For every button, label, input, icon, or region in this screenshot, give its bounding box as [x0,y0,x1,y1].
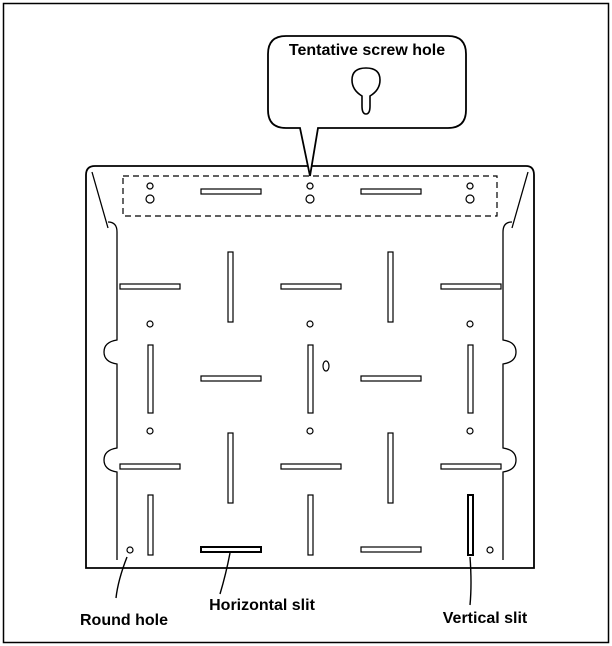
vertical-slit [387,251,394,323]
round-hole [146,427,154,435]
screw-hole-left [145,182,155,204]
screw-hole-right [465,182,475,204]
screw-hole-zone [122,175,498,217]
left-inner-wall [103,221,118,560]
round-hole [306,427,314,435]
round-hole [466,427,474,435]
horizontal-slit [200,375,262,382]
vertical-slit [147,344,154,414]
round-hole-labeled [126,546,134,554]
vertical-slit-highlighted [467,494,474,556]
round-hole [486,546,494,554]
vertical-slit-label: Vertical slit [443,610,528,627]
left-flange [91,171,109,229]
round-hole-label: Round hole [80,612,168,629]
keyhole-icon [351,67,381,115]
horizontal-slit [360,188,422,195]
round-holes [126,320,494,554]
oval-hole [322,360,330,372]
screw-hole-center [305,182,315,204]
vertical-slit [307,494,314,556]
vertical-slit [227,432,234,504]
vertical-slits [147,251,474,556]
horizontal-slit-label: Horizontal slit [209,597,315,614]
horizontal-slit [360,546,422,553]
leader-lines [115,552,472,606]
callout-label: Tentative screw hole [289,42,445,59]
horizontal-slit [440,283,502,290]
vertical-slit-leader [469,556,472,606]
horizontal-slit [119,283,181,290]
horizontal-slits [119,283,502,553]
vertical-slit [227,251,234,323]
horizontal-slit [280,463,342,470]
horizontal-slit [280,283,342,290]
vertical-slit [467,344,474,414]
right-flange [511,171,529,229]
horizontal-slit [200,188,262,195]
right-inner-wall [502,221,517,560]
horizontal-slit-leader [219,552,231,595]
horizontal-slit [119,463,181,470]
round-hole-leader [115,556,128,599]
round-hole [466,320,474,328]
horizontal-slit [360,375,422,382]
vertical-slit [147,494,154,556]
horizontal-slit [440,463,502,470]
vertical-slit [387,432,394,504]
round-hole [306,320,314,328]
horizontal-slit-highlighted [200,546,262,553]
vertical-slit [307,344,314,414]
round-hole [146,320,154,328]
